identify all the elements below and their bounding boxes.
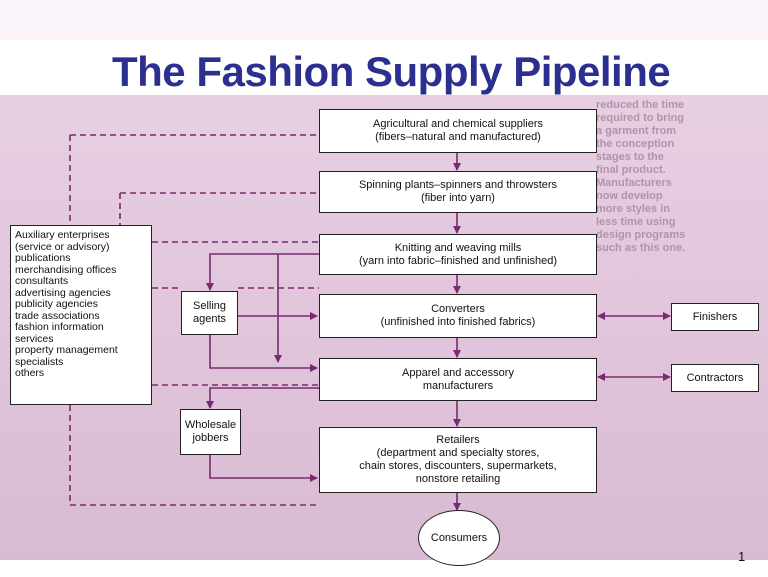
header-background	[0, 0, 768, 40]
node-label: Knitting and weaving mills (yarn into fa…	[358, 241, 558, 267]
background-scan-text: reduced the time required to bring a gar…	[596, 99, 686, 254]
node-label: Spinning plants–spinners and throwsters …	[358, 179, 558, 204]
page-title: The Fashion Supply Pipeline	[112, 48, 671, 95]
node-label: Contractors	[686, 371, 744, 384]
node-agricultural-suppliers: Agricultural and chemical suppliers (fib…	[319, 109, 597, 153]
node-label: Converters (unfinished into finished fab…	[380, 303, 536, 328]
node-retailers: Retailers (department and specialty stor…	[319, 427, 597, 493]
node-label: Retailers (department and specialty stor…	[359, 434, 557, 485]
node-label: Finishers	[692, 310, 738, 323]
page-number: 1	[738, 549, 746, 564]
node-label: Selling agents	[192, 300, 227, 325]
node-converters: Converters (unfinished into finished fab…	[319, 294, 597, 338]
node-spinning-plants: Spinning plants–spinners and throwsters …	[319, 171, 597, 213]
node-apparel-manufacturers: Apparel and accessory manufacturers	[319, 358, 597, 401]
selling-to-apparel	[209, 335, 318, 372]
node-auxiliary-enterprises: Auxiliary enterprises (service or adviso…	[10, 225, 152, 405]
wholesale-to-retailers	[209, 455, 318, 482]
selling-from-knitting	[206, 253, 319, 291]
node-label: Wholesale jobbers	[184, 419, 237, 444]
node-label: Agricultural and chemical suppliers (fib…	[373, 118, 543, 143]
node-consumers: Consumers	[418, 510, 500, 566]
node-finishers: Finishers	[671, 303, 759, 331]
apparel-to-wholesale	[206, 387, 319, 409]
node-contractors: Contractors	[671, 364, 759, 392]
node-knitting-weaving-mills: Knitting and weaving mills (yarn into fa…	[319, 234, 597, 275]
node-selling-agents: Selling agents	[181, 291, 238, 335]
node-label: Auxiliary enterprises (service or adviso…	[15, 229, 118, 379]
node-label: Consumers	[430, 531, 488, 544]
node-wholesale-jobbers: Wholesale jobbers	[180, 409, 241, 455]
node-label: Apparel and accessory manufacturers	[402, 366, 514, 392]
